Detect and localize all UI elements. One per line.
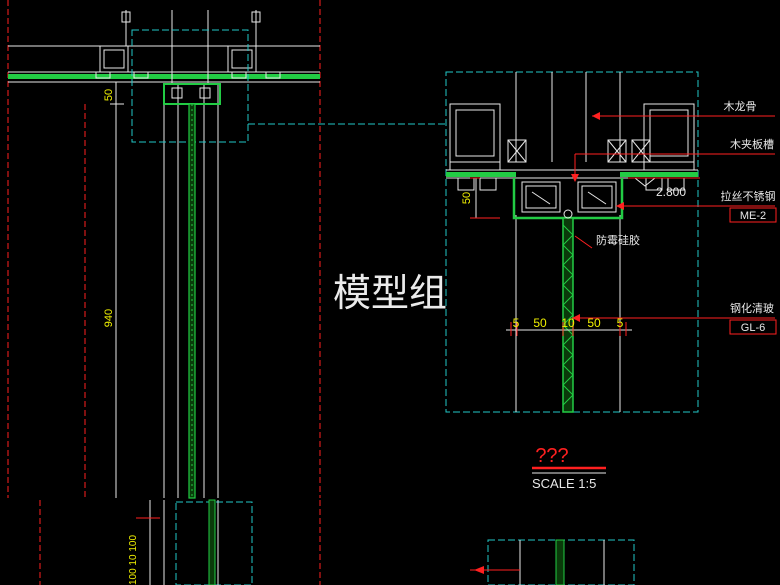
label-wood-keel: 木龙骨 <box>724 100 757 113</box>
bottom-right-detail <box>470 539 635 585</box>
label-glass: 钢化清玻 <box>730 301 774 315</box>
label-stainless-code: ME-2 <box>740 210 766 222</box>
dim-detail-h-3: 50 <box>587 316 601 330</box>
dim-detail-50: 50 <box>461 192 473 204</box>
dim-detail-h-1: 50 <box>533 316 547 330</box>
detail-scale: SCALE 1:5 <box>532 476 596 491</box>
code-box-glass <box>729 319 777 335</box>
dim-detail-h-0: 5 <box>513 316 520 330</box>
annotation-leaders <box>571 112 775 322</box>
detail-title: ??? <box>535 445 568 467</box>
dim-bottom-stack: 100 10 100 <box>128 535 139 585</box>
watermark-text: 模型组 <box>333 271 447 315</box>
left-section <box>7 0 321 499</box>
dim-detail-h-4: 5 <box>617 316 624 330</box>
dim-left-940: 940 <box>103 309 115 327</box>
dim-detail-h-2: 10 <box>561 316 575 330</box>
label-stainless: 拉丝不锈钢 <box>721 189 776 203</box>
label-wood-clip: 木夹板槽 <box>730 137 774 151</box>
dim-left-50: 50 <box>103 89 115 101</box>
bottom-left-section <box>39 499 321 585</box>
enlarged-detail <box>445 71 700 413</box>
label-sealant: 防霉硅胶 <box>596 233 640 247</box>
code-box-stainless <box>729 207 777 223</box>
elevation-value: 2.800 <box>656 185 686 199</box>
label-glass-code: GL-6 <box>741 322 765 334</box>
